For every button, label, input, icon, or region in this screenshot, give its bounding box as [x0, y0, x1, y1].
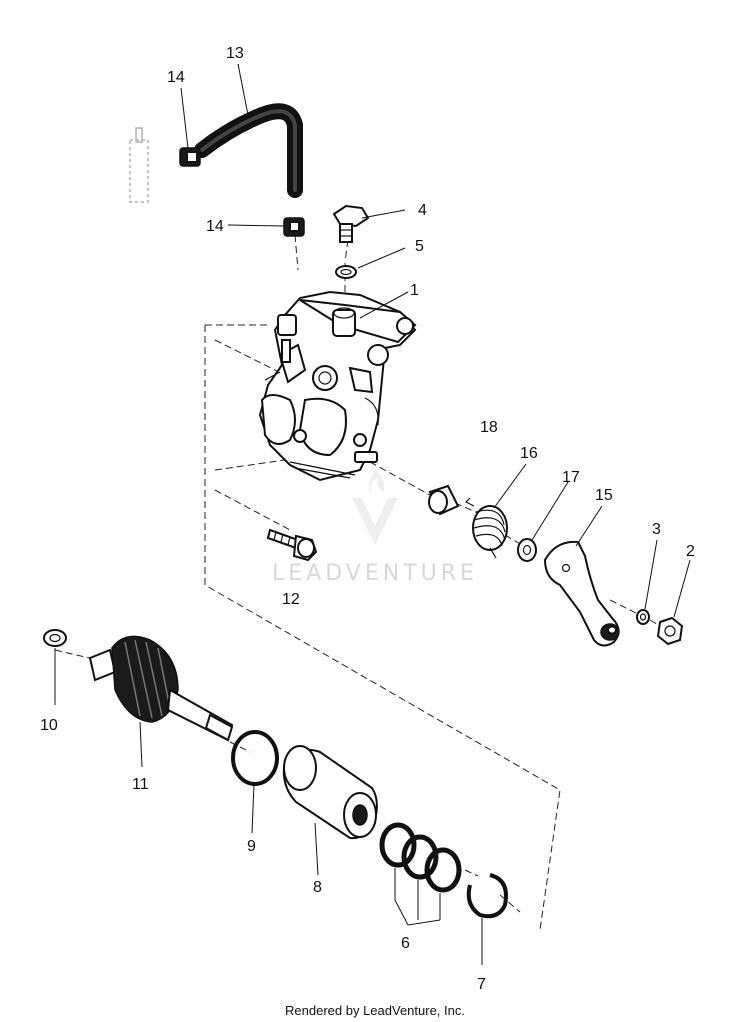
spring-part	[464, 497, 508, 559]
bolt-part	[332, 204, 370, 243]
o-ring-part-9	[231, 730, 279, 786]
bushing-part	[282, 745, 378, 840]
circlip-part	[466, 873, 508, 919]
shim-part-c	[424, 847, 462, 893]
washer-part-10	[43, 629, 67, 647]
fitting-faded	[129, 127, 149, 203]
lock-washer-part	[636, 609, 650, 625]
callout-2: 2	[686, 543, 695, 560]
callout-6: 6	[401, 935, 410, 952]
callout-4: 4	[418, 202, 427, 219]
lever-arm-part	[543, 540, 620, 647]
nut-part	[656, 616, 684, 646]
watermark-text: LEADVENTURE	[272, 561, 478, 586]
footer-credit: Rendered by LeadVenture, Inc.	[285, 1003, 465, 1018]
hose-clamp-bottom	[283, 217, 305, 237]
callout-12: 12	[282, 591, 300, 608]
callout-14-top: 14	[167, 69, 185, 86]
oil-pump-body	[258, 290, 417, 482]
washer-part-5	[335, 265, 357, 279]
callout-18: 18	[480, 419, 498, 436]
hose-part	[194, 103, 303, 198]
shim-part-a	[379, 822, 417, 868]
hose-clamp-top	[179, 147, 201, 167]
callout-7: 7	[477, 976, 486, 993]
spacer-part	[428, 484, 460, 516]
callout-8: 8	[313, 879, 322, 896]
callout-labels: 13 14 14 4 5 1 18 16 17 15 3 2 12 10 11 …	[40, 45, 695, 993]
watermark-logo-icon	[352, 470, 398, 545]
callout-15: 15	[595, 487, 613, 504]
shim-part-b	[401, 834, 439, 880]
callout-5: 5	[415, 238, 424, 255]
screw-part	[266, 528, 318, 562]
callout-11: 11	[132, 776, 149, 793]
callout-9: 9	[247, 838, 256, 855]
callout-10: 10	[40, 717, 58, 734]
callout-17: 17	[562, 469, 580, 486]
callout-14-bottom: 14	[206, 218, 224, 235]
callout-13: 13	[226, 45, 244, 62]
callout-1: 1	[410, 282, 419, 299]
callout-16: 16	[520, 445, 538, 462]
callout-3: 3	[652, 521, 661, 538]
drive-gear-shaft-part	[88, 635, 234, 742]
leader-lines	[54, 63, 691, 965]
washer-part-17	[517, 538, 537, 562]
